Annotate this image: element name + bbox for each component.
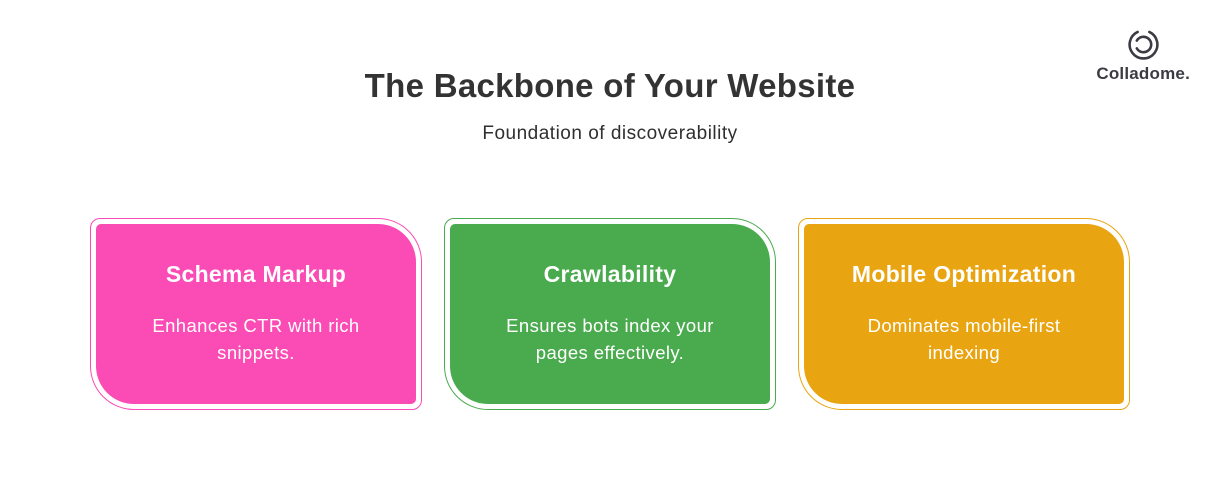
card-fill: Schema Markup Enhances CTR with rich sni…: [96, 224, 416, 404]
card-fill: Crawlability Ensures bots index your pag…: [450, 224, 770, 404]
card-title: Mobile Optimization: [851, 260, 1077, 287]
card-description: Enhances CTR with rich snippets.: [152, 314, 360, 363]
brand-logo: Colladome.: [1096, 26, 1190, 84]
card-title: Schema Markup: [165, 260, 347, 287]
card-description: Dominates mobile-first indexing: [867, 314, 1061, 363]
card-crawlability: Crawlability Ensures bots index your pag…: [444, 218, 776, 410]
page-subtitle: Foundation of discoverability: [482, 122, 738, 144]
card-mobile-optimization: Mobile Optimization Dominates mobile-fir…: [798, 218, 1130, 410]
brand-name: Colladome.: [1096, 64, 1190, 83]
cards-row: Schema Markup Enhances CTR with rich sni…: [0, 218, 1220, 410]
card-title: Crawlability: [543, 260, 677, 287]
colladome-spiral-icon: [1128, 30, 1159, 60]
header: The Backbone of Your Website Foundation …: [0, 0, 1220, 145]
card-description: Ensures bots index your pages effectivel…: [506, 314, 714, 363]
card-fill: Mobile Optimization Dominates mobile-fir…: [804, 224, 1124, 404]
page-title: The Backbone of Your Website: [364, 67, 856, 104]
card-schema-markup: Schema Markup Enhances CTR with rich sni…: [90, 218, 422, 410]
